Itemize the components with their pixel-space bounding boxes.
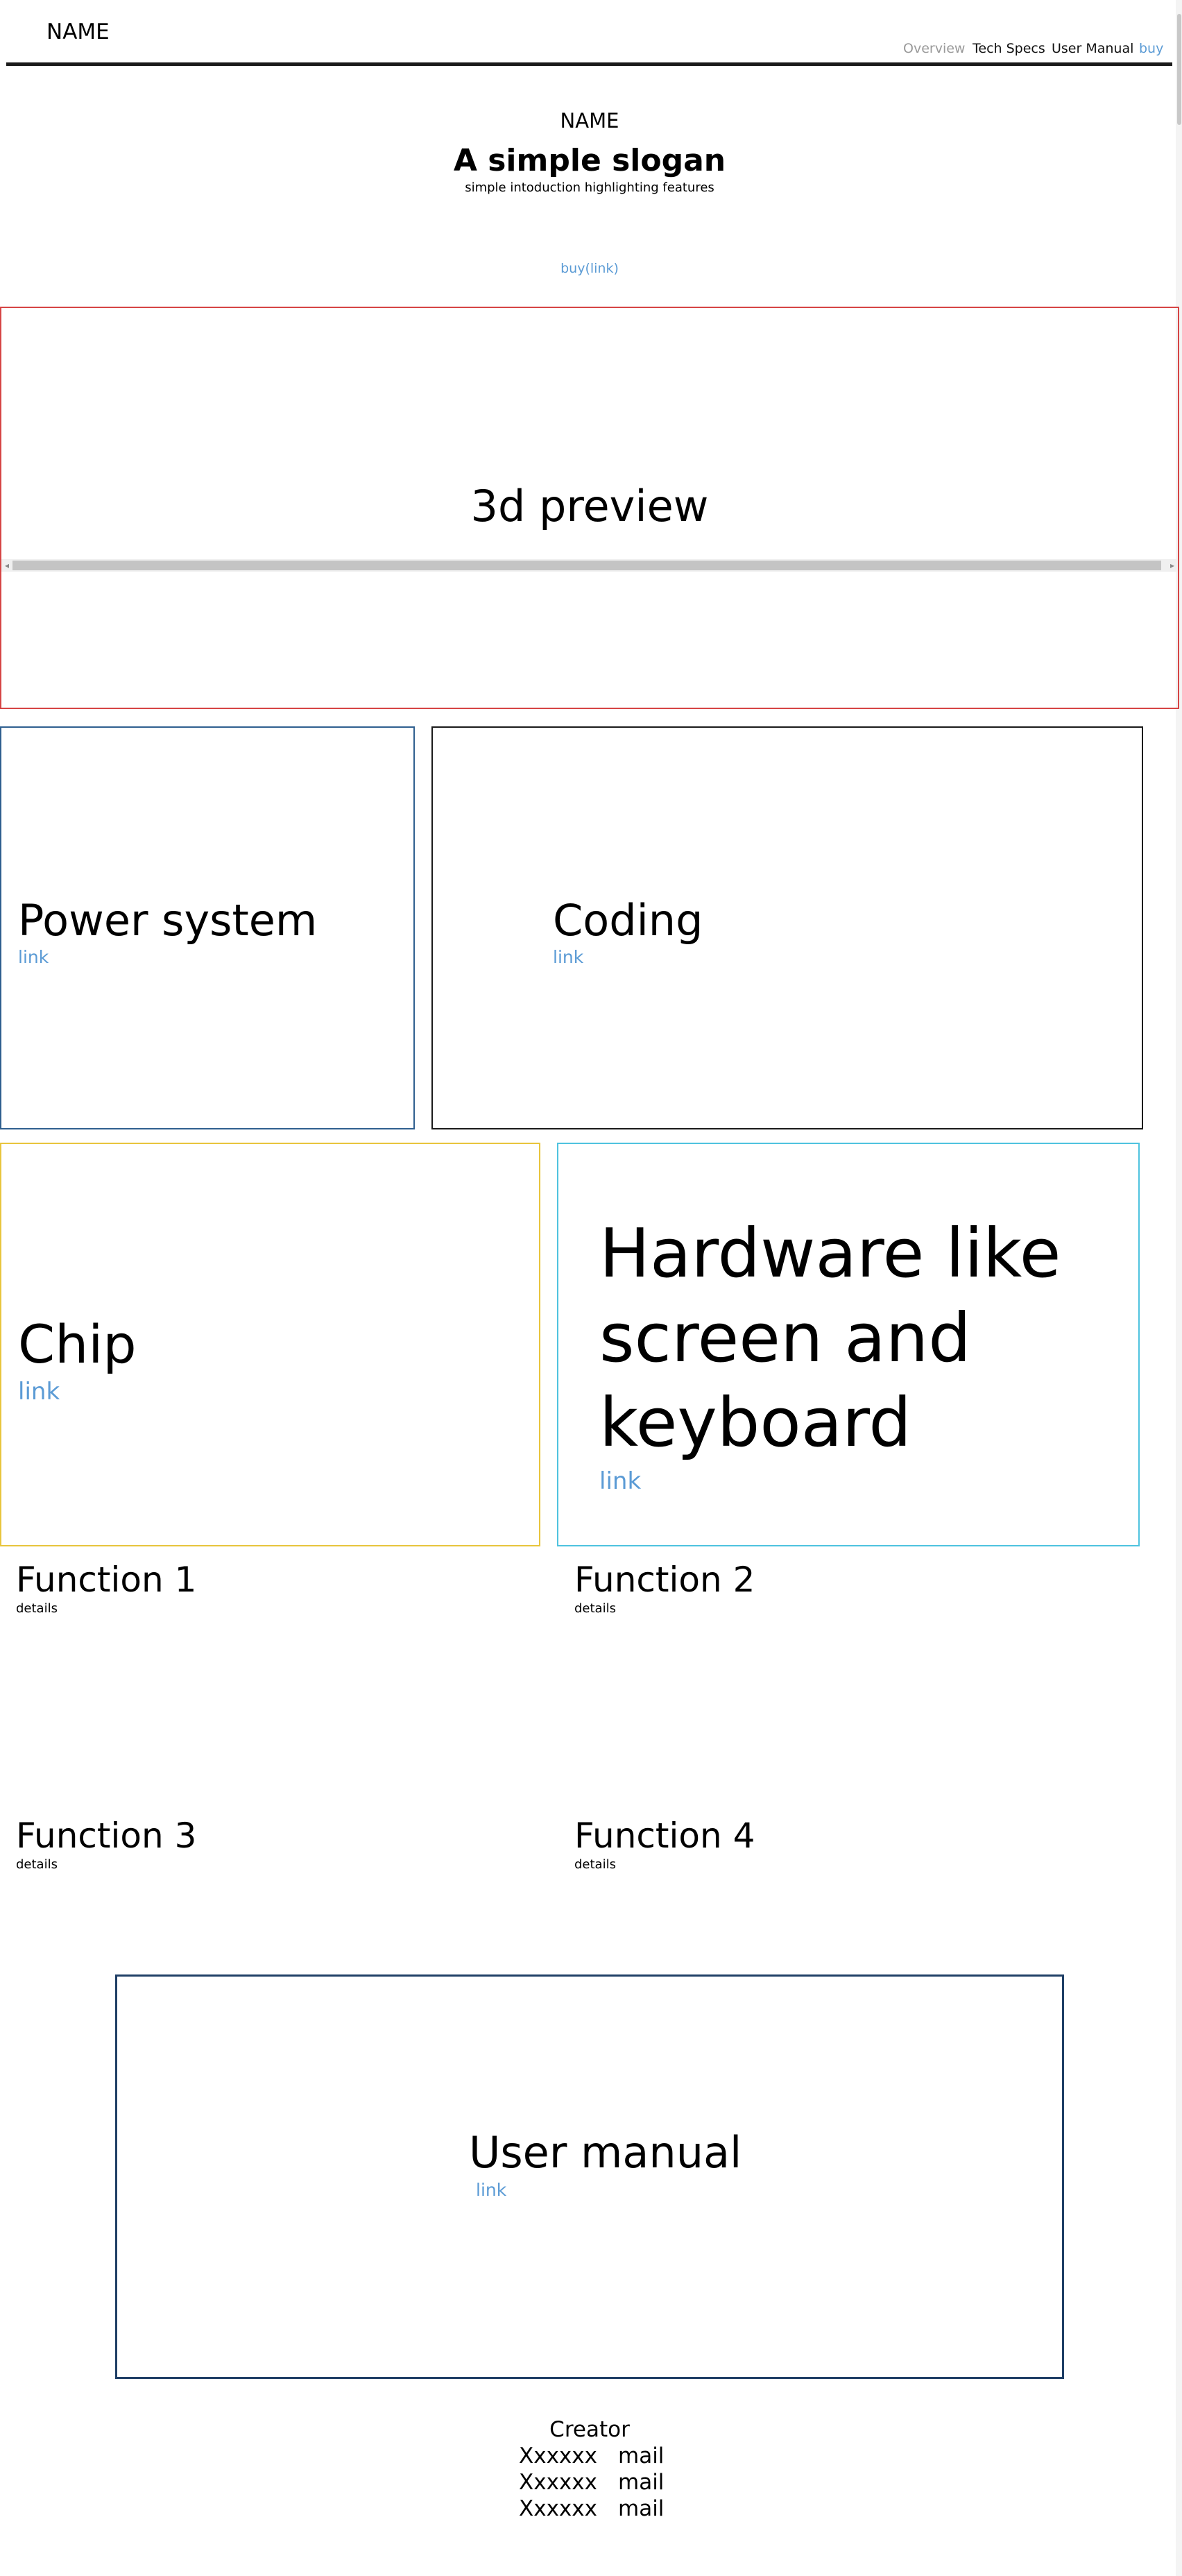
preview-label: 3d preview bbox=[470, 481, 709, 531]
hero-slogan: A simple slogan bbox=[453, 143, 726, 178]
creator-name: Xxxxxx bbox=[519, 2470, 597, 2495]
function-title: Function 2 bbox=[574, 1560, 755, 1600]
scroll-right-arrow-icon[interactable]: ▸ bbox=[1170, 561, 1175, 570]
nav-overview[interactable]: Overview bbox=[903, 41, 966, 56]
scroll-left-arrow-icon[interactable]: ◂ bbox=[4, 561, 10, 570]
function-title: Function 3 bbox=[16, 1816, 197, 1856]
feature-link-coding[interactable]: link bbox=[553, 947, 584, 967]
feature-link-chip[interactable]: link bbox=[18, 1378, 60, 1406]
feature-card-chip bbox=[0, 1143, 540, 1546]
creator-mail-link[interactable]: mail bbox=[618, 2496, 665, 2521]
nav-user-manual[interactable]: User Manual bbox=[1052, 41, 1134, 56]
page-scrollbar-track[interactable] bbox=[1176, 0, 1182, 2576]
function-title: Function 4 bbox=[574, 1816, 755, 1856]
feature-card-hardware bbox=[557, 1143, 1140, 1546]
user-manual-link[interactable]: link bbox=[476, 2180, 507, 2200]
creator-mail-link[interactable]: mail bbox=[618, 2470, 665, 2495]
user-manual-card bbox=[115, 1974, 1064, 2379]
feature-card-coding bbox=[431, 726, 1143, 1129]
nav-buy[interactable]: buy bbox=[1139, 41, 1164, 56]
creator-name: Xxxxxx bbox=[519, 2443, 597, 2468]
function-details: details bbox=[16, 1857, 58, 1872]
hero-product-name: NAME bbox=[560, 109, 619, 133]
user-manual-title: User manual bbox=[469, 2127, 742, 2178]
creator-name: Xxxxxx bbox=[519, 2496, 597, 2521]
function-details: details bbox=[574, 1857, 616, 1872]
brand-name[interactable]: NAME bbox=[46, 19, 110, 44]
function-details: details bbox=[16, 1601, 58, 1616]
feature-title-hardware: Hardware like screen and keyboard bbox=[599, 1214, 1061, 1462]
feature-link-power-system[interactable]: link bbox=[18, 947, 49, 967]
feature-title-coding: Coding bbox=[553, 895, 703, 946]
hero-buy-link[interactable]: buy(link) bbox=[560, 261, 619, 276]
nav-tech-specs[interactable]: Tech Specs bbox=[973, 41, 1045, 56]
preview-frame[interactable] bbox=[0, 307, 1179, 709]
feature-link-hardware[interactable]: link bbox=[599, 1467, 642, 1495]
page-scrollbar-thumb[interactable] bbox=[1177, 14, 1181, 125]
feature-title-power-system: Power system bbox=[18, 895, 318, 946]
footer-creator-title: Creator bbox=[549, 2417, 630, 2442]
hero-intro: simple intoduction highlighting features bbox=[465, 180, 714, 195]
function-details: details bbox=[574, 1601, 616, 1616]
function-title: Function 1 bbox=[16, 1560, 197, 1600]
creator-mail-link[interactable]: mail bbox=[618, 2443, 665, 2468]
feature-card-power-system bbox=[0, 726, 415, 1129]
header-divider bbox=[6, 62, 1172, 66]
preview-scrollbar-thumb[interactable] bbox=[12, 561, 1161, 570]
feature-title-chip: Chip bbox=[18, 1313, 137, 1375]
